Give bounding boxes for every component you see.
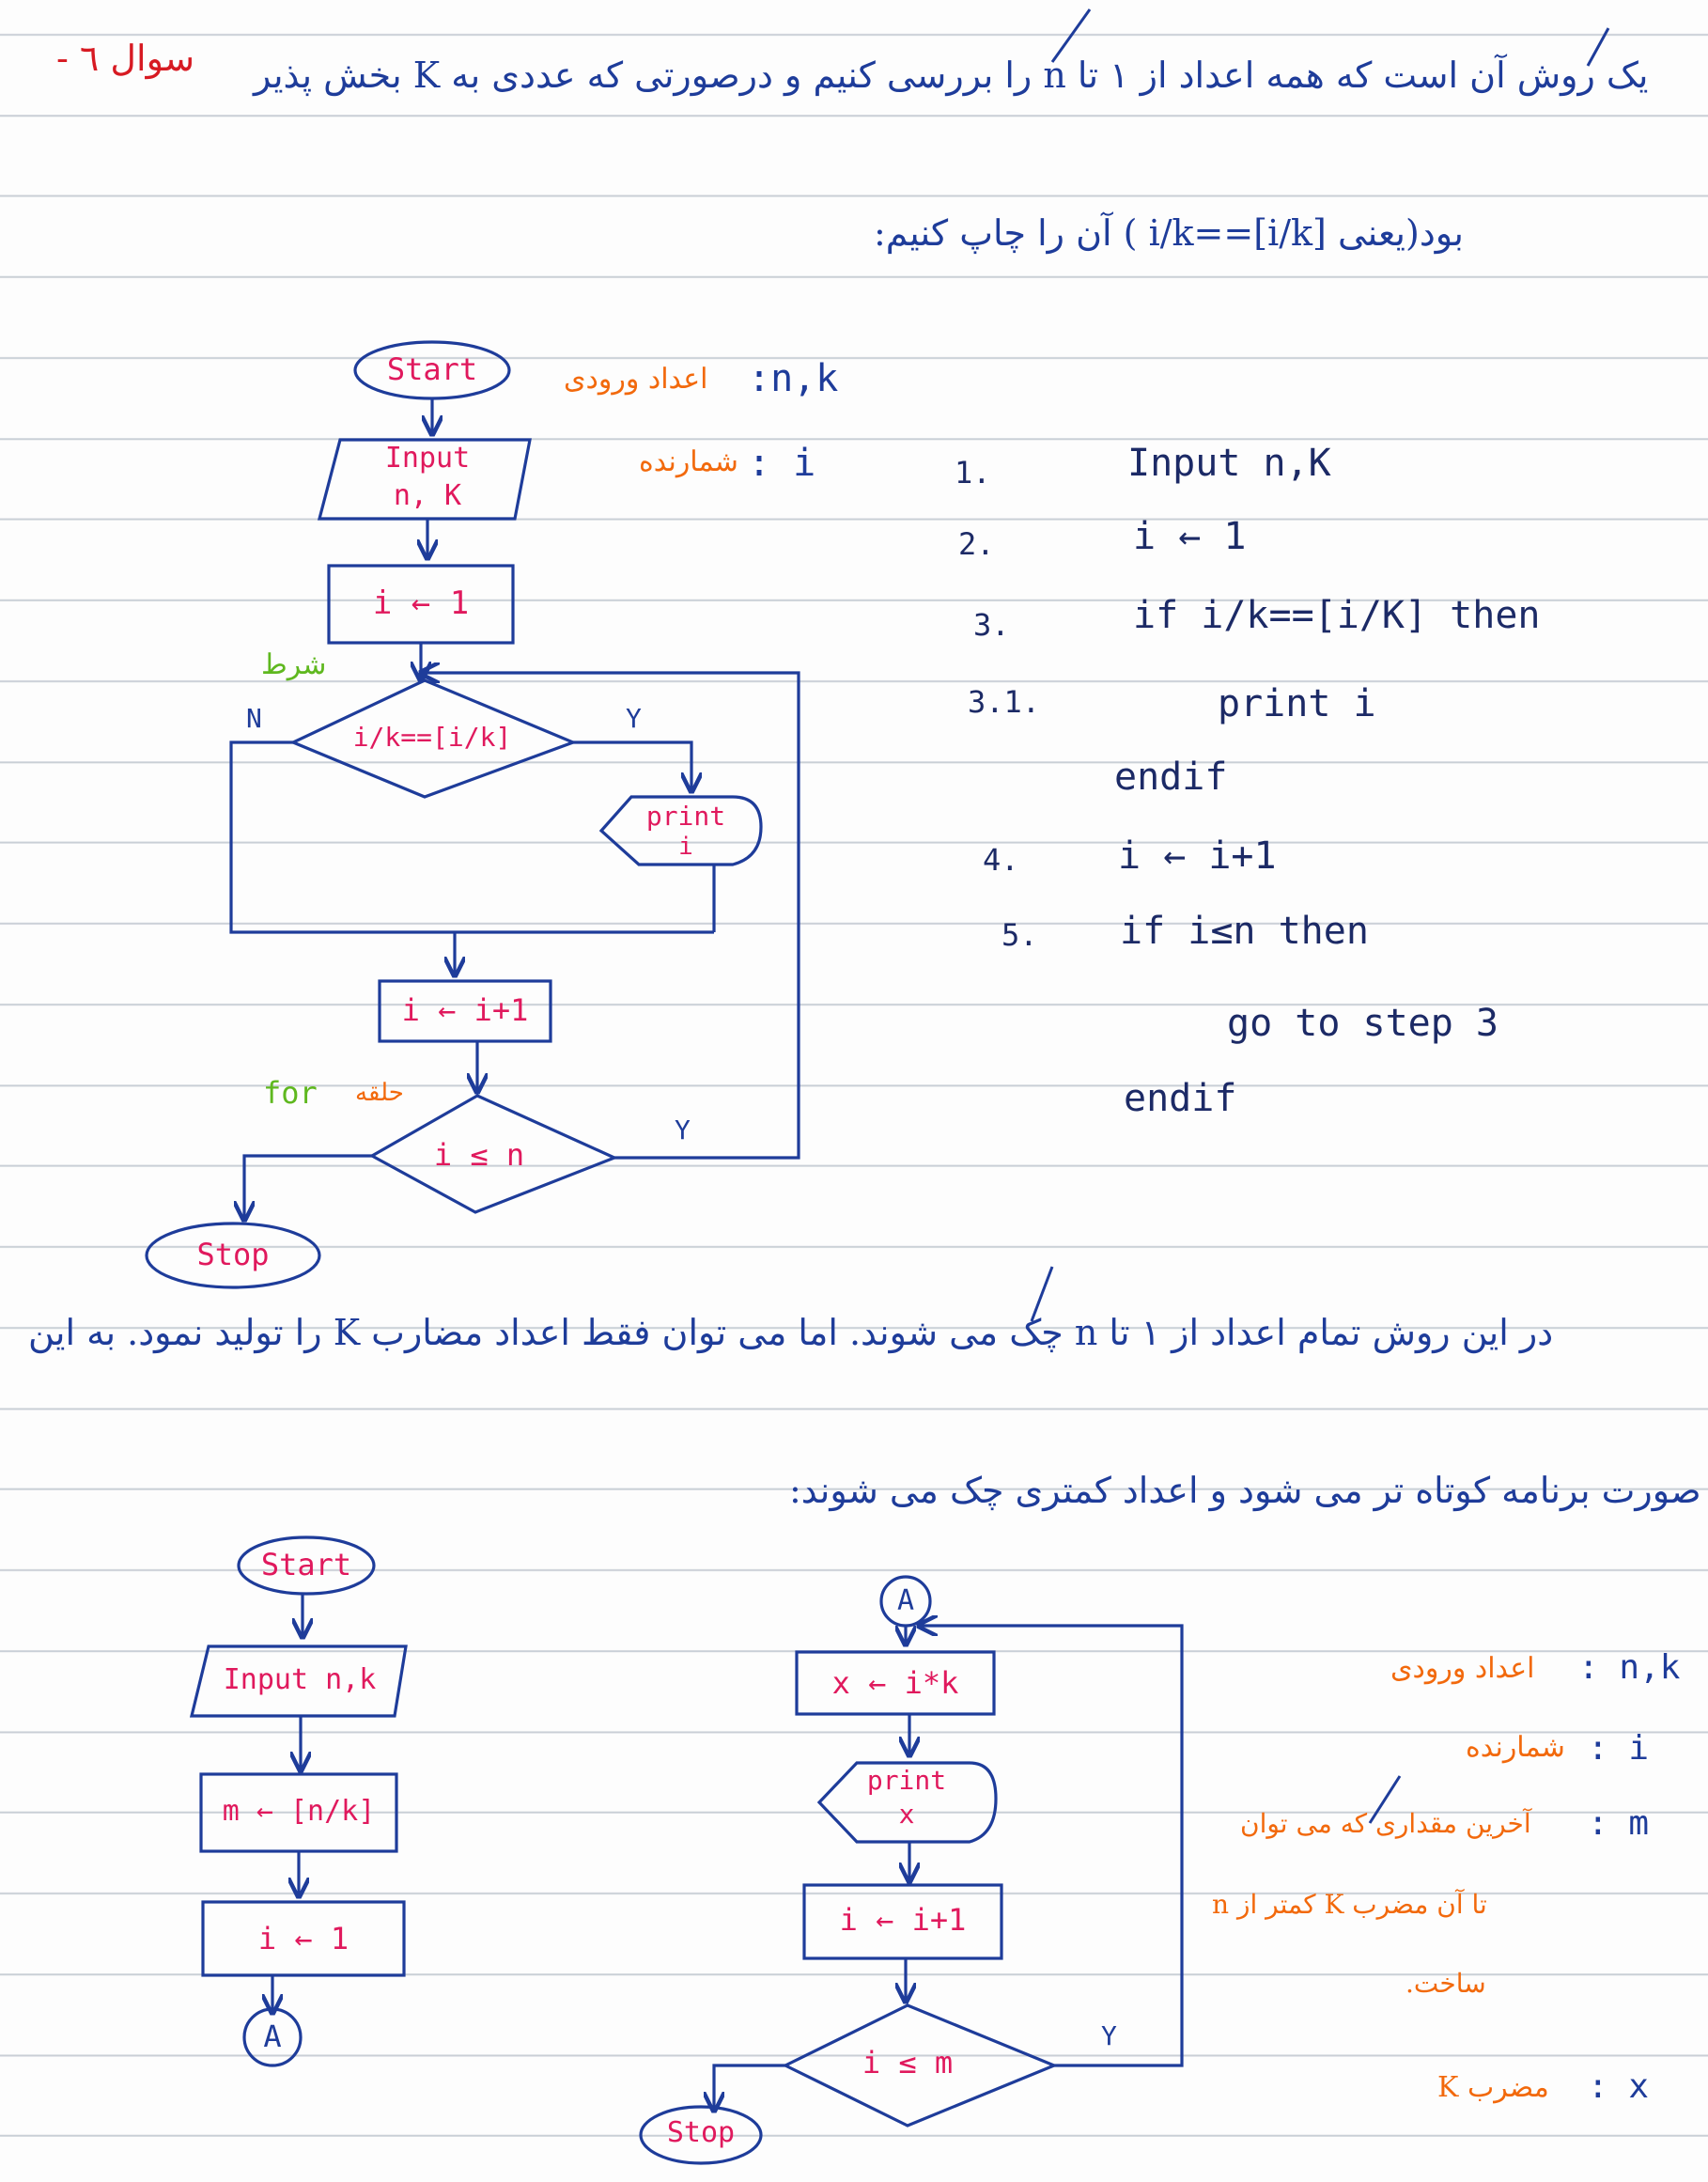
- fc2-init-shape: [201, 1900, 406, 1977]
- fc3-x-assign-shape: [795, 1650, 996, 1716]
- fc1-condition-label: i/k==[i/k]: [352, 722, 512, 753]
- step-text: if i/k==[i/K] then: [1133, 594, 1541, 637]
- fc1-condition-note: شرط: [261, 648, 327, 681]
- legend2-i: : i: [1588, 1729, 1650, 1768]
- fc1-stop-shape: [145, 1222, 321, 1289]
- fc1-start-label: Start: [386, 351, 478, 387]
- fc1-loop-note-latin: for: [263, 1075, 318, 1111]
- step-number: 4.: [983, 842, 1019, 878]
- intro-line-1: یک روش آن است که همه اعداد از ۱ تا n را …: [254, 55, 1649, 96]
- legend2-m: : m: [1588, 1804, 1650, 1843]
- fc3-stop-label: Stop: [666, 2116, 736, 2149]
- fc3-connector-label: A: [896, 1584, 915, 1617]
- fc2-m-assign-label: m ← [n/k]: [222, 1795, 376, 1828]
- step-text: endif: [1114, 756, 1228, 799]
- fc2-input-shape: [189, 1644, 408, 1718]
- step-number: 2.: [958, 526, 995, 562]
- intro-line-2: بود(یعنی [i/k]==i/k ) آن را چاپ کنیم:: [874, 212, 1464, 254]
- legend2-x: : x: [1588, 2067, 1650, 2106]
- legend2-m-label-2: تا آن مضرب K کمتر از n: [1212, 1889, 1487, 1920]
- legend1-counter-label: شمارنده: [639, 445, 738, 478]
- fc1-yes-label: Y: [626, 703, 642, 734]
- fc2-connector-label: A: [263, 2018, 282, 2054]
- fc3-print-line1: print: [866, 1765, 947, 1796]
- step-text: i ← 1: [1133, 515, 1247, 558]
- fc1-condition-shape: [289, 678, 578, 799]
- fc1-loop-yes-label: Y: [675, 1114, 691, 1146]
- fc2-start-shape: [237, 1535, 376, 1596]
- legend1-inputs: :n,k: [748, 357, 839, 400]
- step-number: 3.: [973, 607, 1010, 643]
- fc1-stop-label: Stop: [196, 1237, 270, 1272]
- fc2-input-label: Input n,k: [223, 1663, 377, 1696]
- fc1-print-shape: [598, 795, 763, 866]
- fc2-start-label: Start: [260, 1547, 352, 1582]
- legend2-nk-label: اعداد ورودی: [1390, 1652, 1535, 1685]
- fc3-condition-shape: [782, 2003, 1059, 2127]
- step-text: i ← i+1: [1118, 834, 1277, 878]
- step-text: print i: [1218, 682, 1376, 725]
- fc3-print-line2: x: [898, 1799, 915, 1830]
- fc1-input-line2: n, K: [393, 479, 462, 512]
- fc1-no-label: N: [246, 703, 262, 734]
- legend2-m-label-3: ساخت.: [1405, 1968, 1486, 1999]
- fc1-loop-condition-shape: [368, 1094, 619, 1214]
- fc2-init-label: i ← 1: [257, 1921, 349, 1956]
- fc3-condition-label: i ≤ m: [862, 2045, 954, 2081]
- legend2-m-label-1: آخرین مقداری که می توان: [1240, 1808, 1531, 1839]
- fc1-input-line1: Input: [384, 442, 471, 475]
- middle-line-2: صورت برنامه کوتاه تر می شود و اعداد کمتر…: [789, 1470, 1701, 1511]
- fc3-increment-shape: [802, 1883, 1003, 1960]
- fc1-print-line1: print: [645, 801, 726, 832]
- step-text: go to step 3: [1227, 1002, 1498, 1045]
- fc1-increment-label: i ← i+1: [401, 992, 529, 1028]
- fc3-x-assign-label: x ← i*k: [831, 1665, 959, 1701]
- fc2-connector-shape: [242, 2007, 303, 2067]
- step-number: 1.: [955, 455, 991, 491]
- legend2-nk: : n,k: [1578, 1648, 1681, 1687]
- legend1-inputs-label: اعداد ورودی: [564, 363, 708, 396]
- question-label: سوال ٦ -: [56, 38, 195, 79]
- fc3-yes-label: Y: [1101, 2020, 1117, 2051]
- fc1-input-shape: [317, 438, 532, 521]
- step-number: 3.1.: [968, 684, 1041, 720]
- step-text: if i≤n then: [1120, 910, 1369, 953]
- step-text: Input n,K: [1127, 442, 1331, 485]
- fc1-loop-condition-label: i ≤ n: [433, 1137, 525, 1173]
- step-number: 5.: [1002, 917, 1038, 953]
- legend2-i-label: شمارنده: [1466, 1731, 1565, 1764]
- fc3-print-shape: [816, 1761, 998, 1844]
- fc3-stop-shape: [639, 2105, 763, 2165]
- fc1-print-line2: i: [678, 833, 693, 861]
- legend1-counter: : i: [748, 442, 816, 485]
- fc1-loop-note: حلقه: [355, 1079, 404, 1107]
- step-text: endif: [1124, 1077, 1237, 1120]
- legend2-x-label: مضرب K: [1437, 2071, 1549, 2104]
- fc1-increment-shape: [378, 979, 552, 1043]
- middle-line-1: در این روش تمام اعداد از ۱ تا n چک می شو…: [28, 1312, 1554, 1353]
- fc3-increment-label: i ← i+1: [839, 1902, 967, 1938]
- fc1-init-label: i ← 1: [372, 584, 470, 622]
